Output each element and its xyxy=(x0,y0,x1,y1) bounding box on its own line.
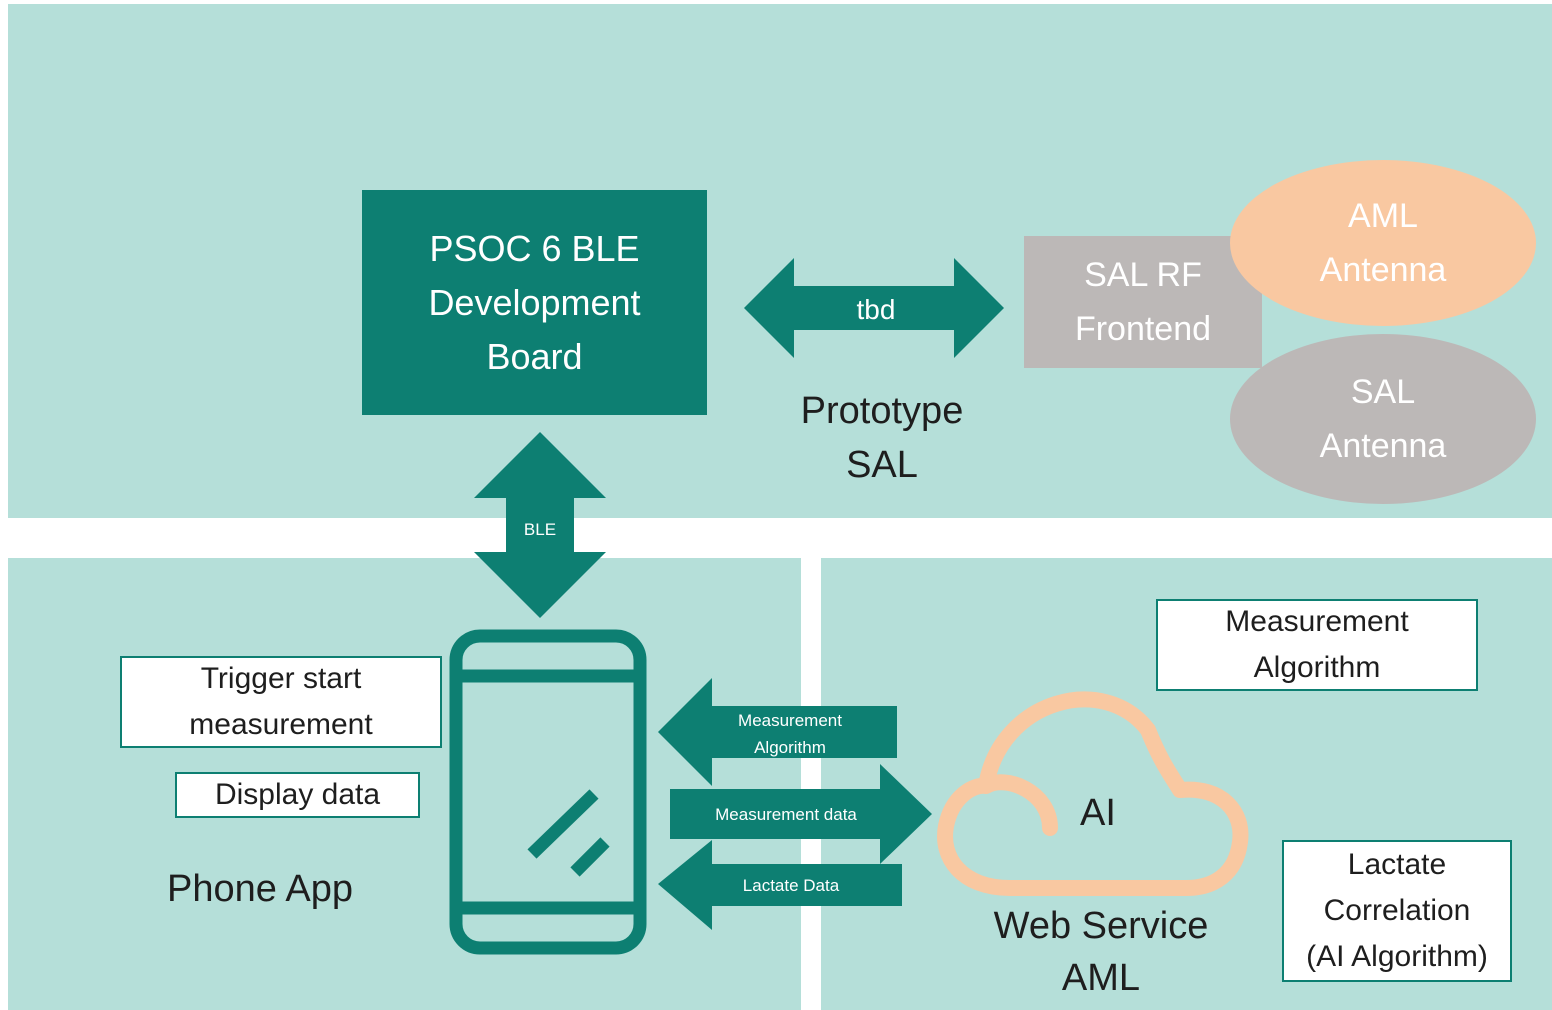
trigger-note-line-1: Trigger start xyxy=(200,662,362,695)
lactate-data-arrow xyxy=(658,840,902,930)
web-service-label-line-1: Web Service xyxy=(993,905,1209,947)
aml-antenna-line-2: Antenna xyxy=(1319,251,1447,289)
measurement-data-arrow-label: Measurement data xyxy=(715,805,857,824)
measurement-algorithm-note-line-1: Measurement xyxy=(1225,605,1409,638)
measurement-data-arrow xyxy=(670,764,932,864)
prototype-label-line-1: Prototype xyxy=(800,390,964,432)
measurement-algorithm-arrow-line-2: Algorithm xyxy=(754,738,826,757)
ble-arrow-label: BLE xyxy=(524,520,556,539)
measurement-algorithm-arrow xyxy=(658,678,897,786)
tbd-double-arrow xyxy=(744,258,1004,358)
web-service-aml-label: Web Service AML xyxy=(960,900,1242,1004)
aml-antenna-line-1: AML xyxy=(1348,197,1418,235)
ble-double-arrow xyxy=(474,432,606,618)
sal-antenna-line-1: SAL xyxy=(1350,373,1416,411)
ai-label: AI xyxy=(1080,792,1116,834)
web-service-label-line-2: AML xyxy=(1061,957,1141,999)
cloud-icon xyxy=(937,691,1249,896)
lactate-correlation-note: Lactate Correlation (AI Algorithm) xyxy=(1282,840,1512,982)
psoc-board-line-2: Development xyxy=(428,281,641,323)
display-data-note: Display data xyxy=(175,772,420,818)
measurement-algorithm-note: Measurement Algorithm xyxy=(1156,599,1478,691)
lactate-note-line-1: Lactate xyxy=(1347,848,1447,881)
sal-rf-line-2: Frontend xyxy=(1074,310,1212,348)
sal-rf-frontend-block: SAL RF Frontend xyxy=(1024,236,1262,368)
psoc-board-line-1: PSOC 6 BLE xyxy=(429,227,640,269)
lactate-note-line-3: (AI Algorithm) xyxy=(1306,940,1488,973)
psoc-board-line-3: Board xyxy=(486,335,583,377)
measurement-algorithm-note-line-2: Algorithm xyxy=(1253,651,1381,684)
lactate-note-line-2: Correlation xyxy=(1323,894,1471,927)
trigger-note-line-2: measurement xyxy=(189,708,373,741)
display-note-text: Display data xyxy=(214,778,381,811)
sal-rf-line-1: SAL RF xyxy=(1084,256,1202,294)
prototype-sal-label: Prototype SAL xyxy=(760,384,1004,492)
measurement-algorithm-arrow-line-1: Measurement xyxy=(738,711,842,730)
lactate-data-arrow-label: Lactate Data xyxy=(743,876,840,895)
psoc-board-block: PSOC 6 BLE Development Board xyxy=(362,190,707,415)
sal-antenna-line-2: Antenna xyxy=(1319,427,1447,465)
tbd-arrow-label: tbd xyxy=(857,294,896,325)
trigger-start-measurement-note: Trigger start measurement xyxy=(120,656,442,748)
sal-antenna-ellipse: SAL Antenna xyxy=(1230,334,1536,504)
phone-app-label: Phone App xyxy=(167,868,353,910)
prototype-label-line-2: SAL xyxy=(846,444,918,486)
smartphone-icon xyxy=(449,629,647,955)
aml-antenna-ellipse: AML Antenna xyxy=(1230,160,1536,326)
